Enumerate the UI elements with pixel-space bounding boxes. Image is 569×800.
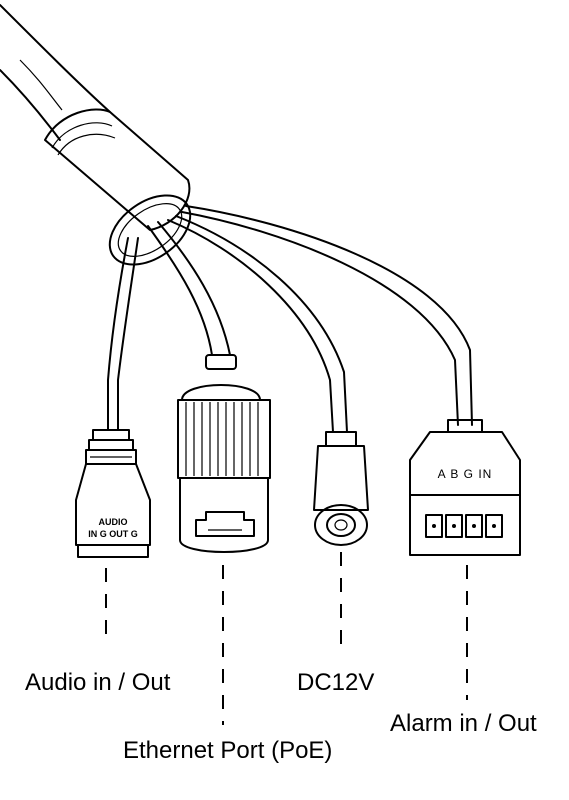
audio-connector: AUDIO IN G OUT G [75,429,151,558]
label-audio-in-out: Audio in / Out [25,669,171,696]
alarm-connector: A B G IN [409,419,521,556]
alarm-pin-labels: A B G IN [438,467,493,481]
audio-connector-label-line2: IN G OUT G [88,529,138,539]
label-ethernet-port-poe: Ethernet Port (PoE) [123,737,332,764]
label-alarm-in-out: Alarm in / Out [390,710,537,737]
dc-connector [313,431,369,546]
audio-connector-label-line1: AUDIO [99,517,128,527]
leader-lines [105,552,468,725]
label-dc12v: DC12V [297,669,374,696]
cable-boot [44,108,192,266]
ethernet-connector [177,354,271,553]
main-cable [0,4,111,141]
wires [107,205,473,433]
